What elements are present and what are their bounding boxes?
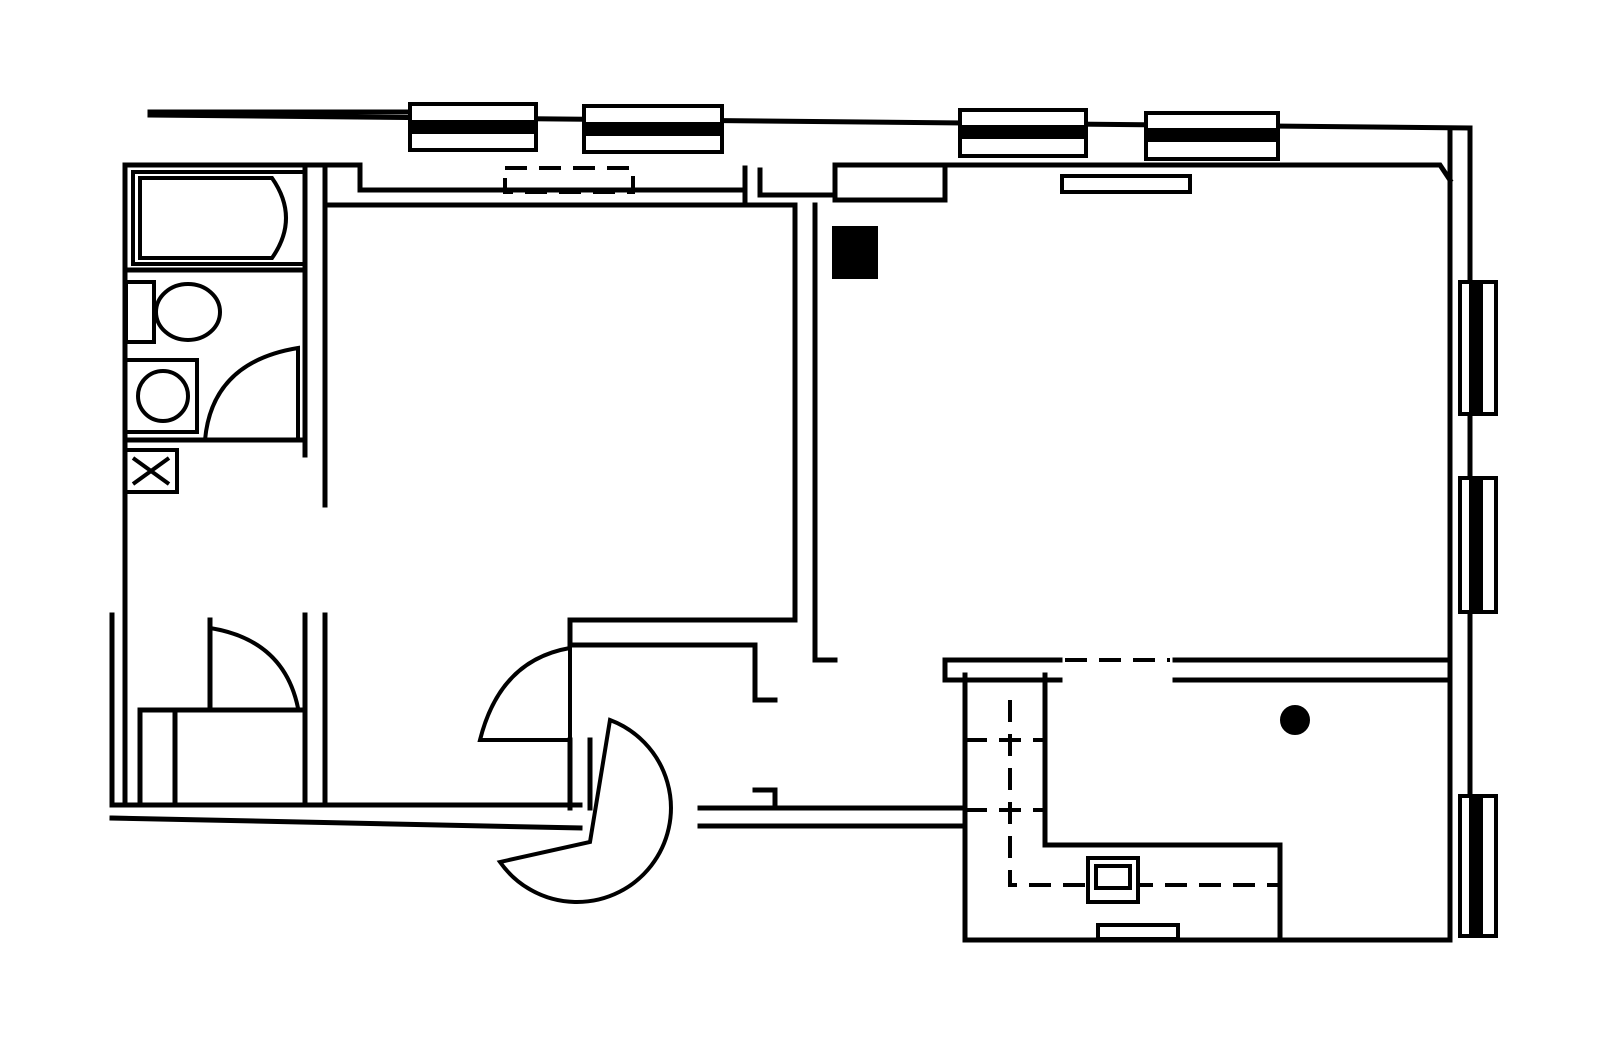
toilet-icon	[124, 280, 222, 344]
light-fixture-icon	[1280, 705, 1310, 735]
stove-kitchen-icon	[1086, 856, 1140, 904]
top-windows	[408, 102, 1280, 161]
radiator-living	[1060, 174, 1192, 194]
bathtub-icon	[131, 170, 307, 266]
exterior-walls	[109, 109, 1473, 943]
bathroom	[122, 162, 328, 508]
kitchen	[942, 657, 1453, 943]
kitchen-sink-icon	[1096, 923, 1180, 941]
bedroom	[302, 162, 798, 808]
bathroom-door	[203, 345, 300, 441]
living-room	[752, 162, 1454, 811]
closet	[137, 617, 308, 808]
closet-door	[209, 626, 300, 709]
stove-icon	[123, 448, 179, 494]
right-windows	[1458, 280, 1498, 938]
spiral-stair-icon	[477, 645, 673, 904]
column-icon	[832, 226, 878, 279]
sink-icon	[123, 358, 199, 434]
